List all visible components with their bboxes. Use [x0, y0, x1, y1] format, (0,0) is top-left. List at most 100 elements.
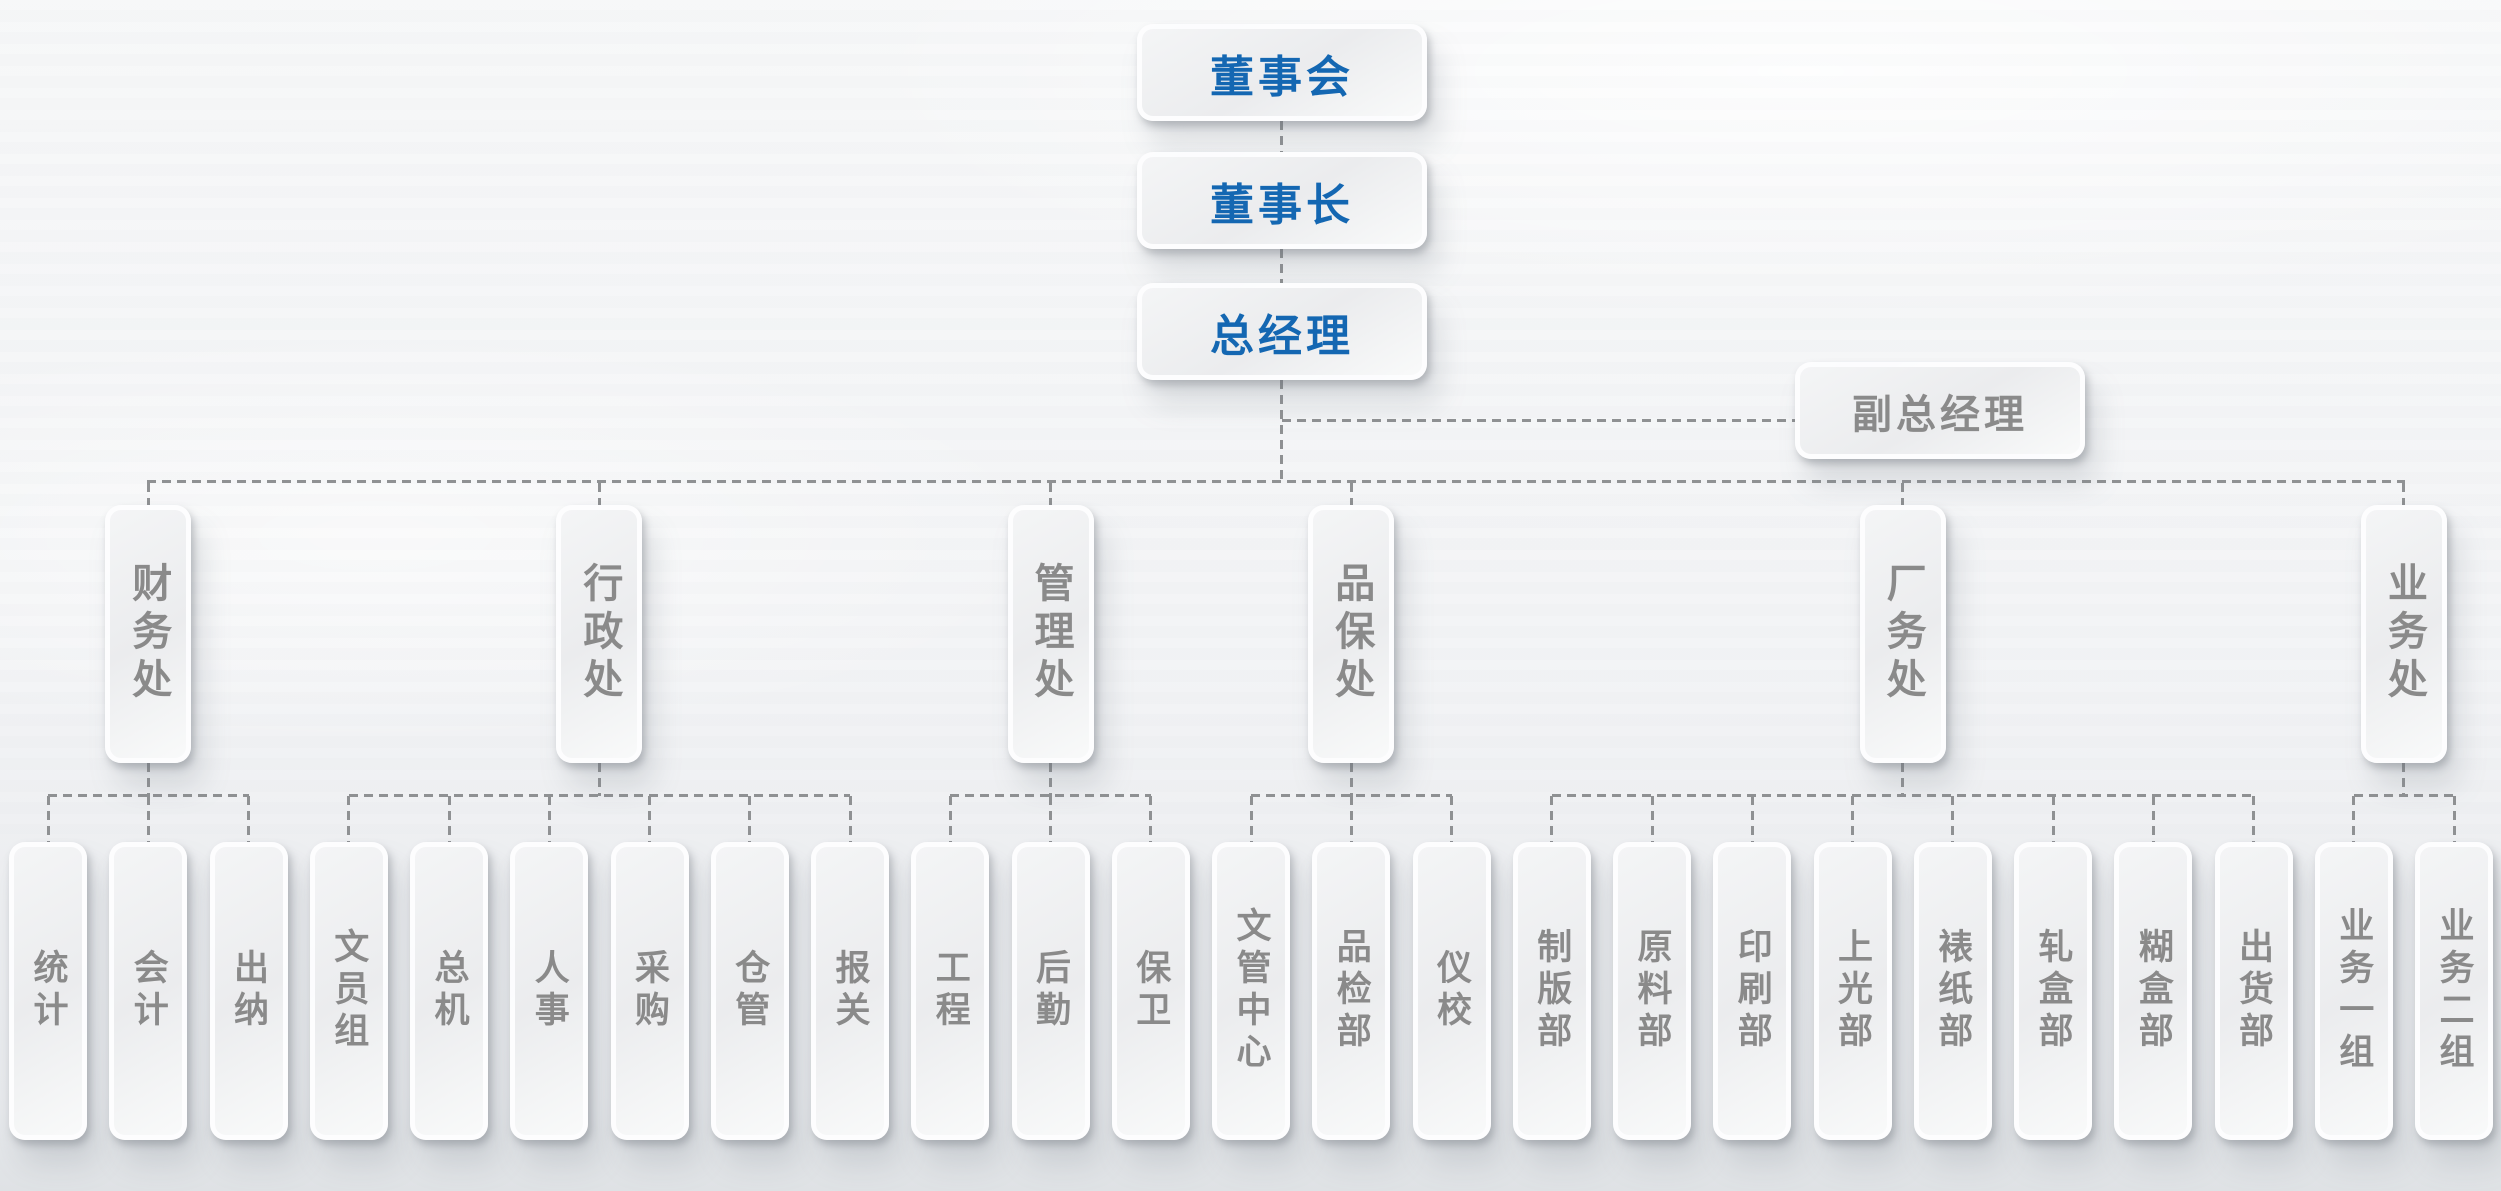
- node-chairman: 董事长: [1137, 152, 1427, 249]
- node-label: 品检部: [1331, 928, 1371, 1054]
- node-label: 仪校: [1432, 949, 1471, 1033]
- node-label: 会计: [128, 949, 168, 1033]
- connector-group-sub: [2352, 796, 2356, 846]
- connector-chairman-gm: [1280, 249, 1283, 283]
- connector-group-sub: [1349, 796, 1353, 846]
- dept-node: 品保处: [1308, 505, 1395, 763]
- node-label: 文员组: [329, 928, 369, 1054]
- connector-dept-group: [1349, 763, 1353, 796]
- sub-dept-node: 仓管: [710, 842, 789, 1140]
- node-board-of-directors: 董事会: [1137, 24, 1427, 121]
- node-label: 财务处: [126, 562, 171, 706]
- sub-dept-node: 印刷部: [1713, 842, 1792, 1140]
- connector-gm-trunk: [1280, 380, 1283, 481]
- sub-dept-node: 出货部: [2214, 842, 2293, 1140]
- group-rail: [1251, 794, 1452, 797]
- node-label: 文管中心: [1231, 907, 1271, 1075]
- sub-dept-node: 工程: [911, 842, 990, 1140]
- sub-dept-node: 糊盒部: [2114, 842, 2193, 1140]
- connector-group-sub: [948, 796, 952, 846]
- connector-dept-group: [2402, 763, 2406, 796]
- node-label: 业务一组: [2334, 907, 2374, 1075]
- connector-group-sub: [1550, 796, 1554, 846]
- connector-group-sub: [2151, 796, 2155, 846]
- connector-rail-dept: [1349, 483, 1353, 509]
- connector-group-sub: [347, 796, 351, 846]
- node-label: 管理处: [1028, 562, 1073, 706]
- node-label: 出货部: [2234, 928, 2273, 1054]
- node-label: 总经理: [1210, 311, 1354, 361]
- connector-group-sub: [2452, 796, 2456, 846]
- sub-dept-node: 后勤: [1011, 842, 1090, 1140]
- node-label: 采购: [630, 949, 669, 1033]
- node-label: 印刷部: [1732, 928, 1772, 1054]
- dept-node: 业务处: [2360, 505, 2447, 763]
- dept-node: 厂务处: [1859, 505, 1946, 763]
- connector-group-sub: [648, 796, 651, 846]
- connector-dept-group: [597, 763, 601, 796]
- connector-group-sub: [1951, 796, 1955, 846]
- connector-group-sub: [748, 796, 752, 846]
- node-label: 后勤: [1031, 949, 1070, 1033]
- connector-group-sub: [547, 796, 551, 846]
- connector-group-sub: [1750, 796, 1754, 846]
- group-rail: [1551, 794, 2254, 797]
- sub-dept-node: 业务二组: [2415, 842, 2493, 1140]
- main-rail: [147, 480, 2405, 483]
- node-label: 董事长: [1210, 180, 1354, 230]
- sub-dept-node: 制版部: [1512, 842, 1591, 1140]
- connector-dept-group: [1049, 763, 1052, 796]
- connector-group-sub: [1049, 796, 1052, 846]
- node-label: 工程: [930, 949, 970, 1033]
- connector-group-sub: [1149, 796, 1153, 846]
- connector-gm-deputy: [1282, 419, 1797, 422]
- node-label: 人事: [529, 949, 569, 1033]
- node-label: 保卫: [1131, 949, 1171, 1033]
- sub-dept-node: 仪校: [1412, 842, 1491, 1140]
- connector-rail-dept: [146, 483, 150, 509]
- connector-group-sub: [1249, 796, 1253, 846]
- connector-group-sub: [247, 796, 250, 846]
- sub-dept-node: 文员组: [309, 842, 388, 1140]
- node-label: 统计: [28, 949, 68, 1033]
- node-label: 出纳: [229, 949, 268, 1033]
- sub-dept-node: 统计: [9, 842, 87, 1140]
- connector-group-sub: [1851, 796, 1854, 846]
- node-label: 品保处: [1329, 562, 1374, 706]
- connector-rail-dept: [597, 483, 601, 509]
- node-label: 董事会: [1210, 52, 1354, 102]
- connector-group-sub: [848, 796, 852, 846]
- group-rail: [48, 794, 249, 797]
- sub-dept-node: 业务一组: [2314, 842, 2393, 1140]
- node-label: 糊盒部: [2133, 928, 2173, 1054]
- sub-dept-node: 原料部: [1613, 842, 1691, 1140]
- sub-dept-node: 保卫: [1111, 842, 1190, 1140]
- sub-dept-node: 裱纸部: [1913, 842, 1992, 1140]
- sub-dept-node: 总机: [410, 842, 488, 1140]
- node-deputy-general-manager: 副总经理: [1795, 362, 2085, 459]
- node-label: 副总经理: [1852, 392, 2028, 437]
- sub-dept-node: 上光部: [1813, 842, 1892, 1140]
- node-label: 仓管: [730, 949, 770, 1033]
- node-label: 轧盒部: [2033, 928, 2073, 1054]
- sub-dept-node: 品检部: [1312, 842, 1391, 1140]
- group-rail: [348, 794, 850, 797]
- sub-dept-node: 报关: [811, 842, 889, 1140]
- node-label: 制版部: [1532, 928, 1572, 1054]
- connector-rail-dept: [2402, 483, 2406, 509]
- sub-dept-node: 会计: [109, 842, 188, 1140]
- node-label: 裱纸部: [1933, 928, 1973, 1054]
- node-general-manager: 总经理: [1137, 283, 1427, 380]
- connector-group-sub: [447, 796, 451, 846]
- connector-rail-dept: [1901, 483, 1905, 509]
- connector-group-sub: [2051, 796, 2055, 846]
- connector-group-sub: [2252, 796, 2255, 846]
- group-rail: [2353, 794, 2454, 797]
- node-label: 行政处: [577, 562, 622, 706]
- node-label: 总机: [429, 949, 469, 1033]
- group-rail: [950, 794, 1151, 797]
- node-label: 业务二组: [2434, 907, 2474, 1075]
- sub-dept-node: 采购: [610, 842, 689, 1140]
- connector-dept-group: [146, 763, 150, 796]
